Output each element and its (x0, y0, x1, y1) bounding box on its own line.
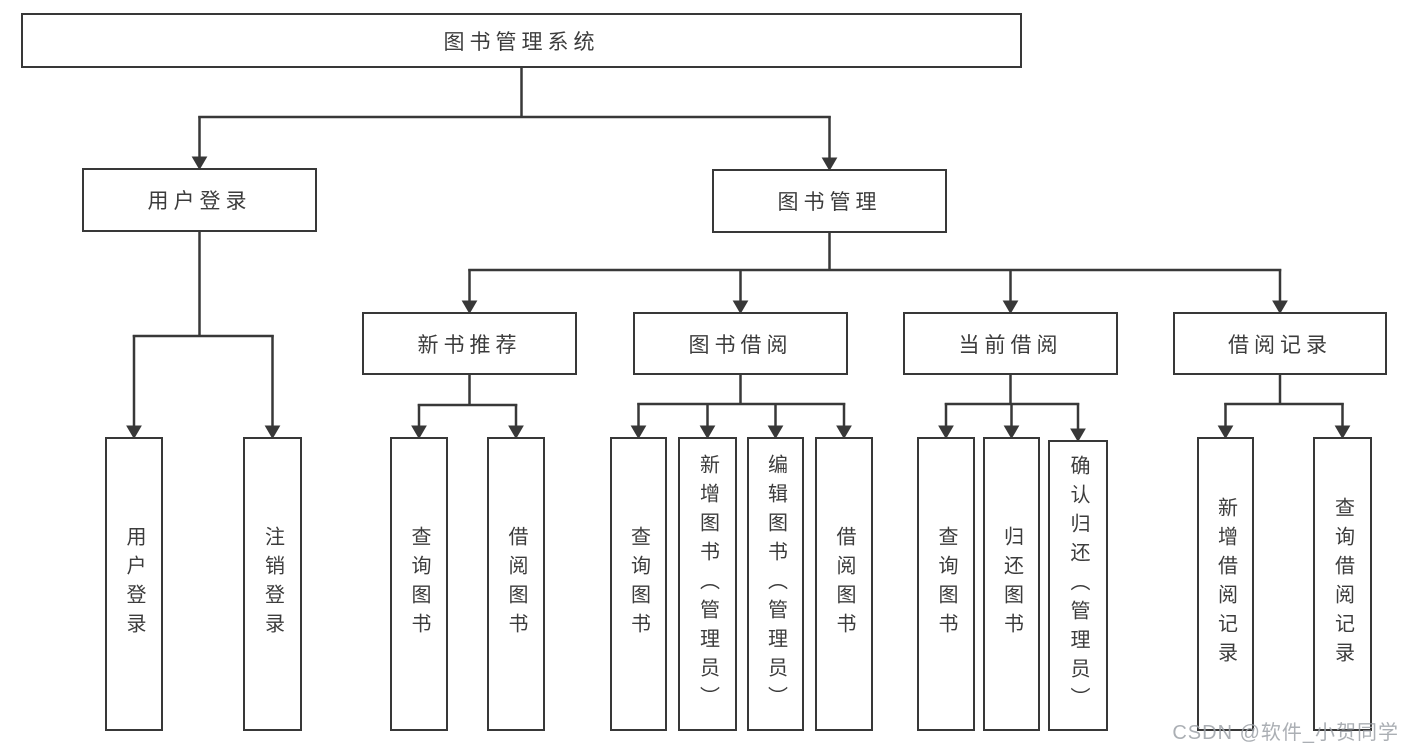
node-book-borrow: 图书借阅 (633, 312, 848, 375)
node-cb-query-books: 查询图书 (917, 437, 975, 731)
node-user-login: 用户登录 (82, 168, 317, 232)
node-bb-query-books: 查询图书 (610, 437, 667, 731)
node-label: 借阅图书 (833, 526, 855, 642)
node-label: 查询图书 (408, 526, 430, 642)
node-logout: 注销登录 (243, 437, 302, 731)
node-label: 归还图书 (1000, 526, 1023, 642)
node-br-add-record: 新增借阅记录 (1197, 437, 1254, 731)
node-rec-borrow-books: 借阅图书 (487, 437, 545, 731)
node-label: 用户登录 (123, 526, 145, 642)
node-label: 当前借阅 (958, 333, 1063, 357)
node-new-book-rec: 新书推荐 (362, 312, 577, 375)
node-label: 查询图书 (627, 526, 650, 642)
node-book-mgmt: 图书管理 (712, 169, 947, 233)
node-bb-edit-books: 编辑图书（管理员） (747, 437, 804, 731)
node-cb-return-books: 归还图书 (983, 437, 1040, 731)
node-label: 确认归还（管理员） (1067, 455, 1089, 716)
node-cb-confirm-return: 确认归还（管理员） (1048, 440, 1108, 731)
node-bb-borrow-books: 借阅图书 (815, 437, 873, 731)
node-br-query-record: 查询借阅记录 (1313, 437, 1372, 731)
node-label: 图书管理系统 (443, 30, 600, 54)
node-label: 查询借阅记录 (1331, 497, 1354, 671)
node-label: 编辑图书（管理员） (764, 453, 787, 715)
node-login: 用户登录 (105, 437, 163, 731)
node-label: 图书管理 (777, 191, 882, 214)
node-label: 新增借阅记录 (1214, 497, 1237, 671)
node-label: 借阅图书 (505, 526, 527, 642)
node-label: 借阅记录 (1228, 333, 1332, 357)
node-borrow-records: 借阅记录 (1173, 312, 1387, 375)
node-bb-add-books: 新增图书（管理员） (678, 437, 737, 731)
node-rec-query-books: 查询图书 (390, 437, 448, 731)
node-label: 新增图书（管理员） (696, 453, 719, 715)
node-label: 新书推荐 (417, 333, 522, 357)
node-label: 注销登录 (261, 526, 284, 642)
node-label: 查询图书 (935, 526, 957, 642)
node-label: 图书借阅 (688, 333, 793, 357)
node-current-borrow: 当前借阅 (903, 312, 1118, 375)
node-label: 用户登录 (147, 190, 252, 213)
watermark: CSDN @软件_小贺同学 (1172, 722, 1399, 744)
node-root: 图书管理系统 (21, 13, 1022, 68)
